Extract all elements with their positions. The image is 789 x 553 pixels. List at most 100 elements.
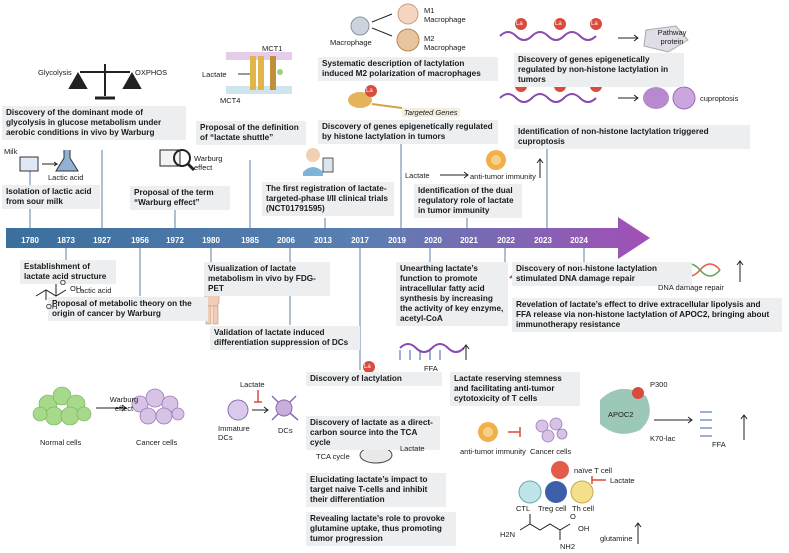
label-k70-lac: K70-lac: [650, 434, 676, 443]
event-2023a: Discovery of genes epigenetically regula…: [514, 53, 684, 87]
year-label: 1980: [202, 236, 220, 245]
label-lactate-immunity: Lactate: [405, 171, 430, 180]
label-ctl: CTL: [516, 504, 531, 513]
label-anti-tumor-immunity-2: anti-tumor immunity: [460, 447, 526, 456]
normal-cells: [32, 386, 92, 426]
label-ffa-2: FFA: [712, 440, 726, 449]
beaker-icon: [19, 150, 79, 172]
label-naive-t-cell: naïve T cell: [574, 466, 613, 475]
label-macrophage: Macrophage: [330, 38, 372, 47]
label-lactate-shuttle: Lactate: [202, 70, 227, 79]
la-badge: La: [555, 83, 562, 89]
label-o2: O: [570, 512, 576, 521]
cancer-cells: [131, 388, 185, 425]
year-label: 2022: [497, 236, 515, 245]
event-2019a: Systematic description of lactylation in…: [318, 57, 498, 81]
label-tca-cycle: TCA cycle: [316, 452, 350, 461]
event-2017b: Discovery of lactate as a direct-carbon …: [306, 416, 440, 450]
label-anti-tumor-immunity: anti-tumor immunity: [470, 172, 536, 181]
label-glutamine: glutamine: [600, 534, 633, 543]
dc-cells: [227, 390, 299, 421]
event-1972: Proposal of the term “Warburg effect”: [130, 186, 230, 210]
ffa-icons: [399, 350, 712, 437]
label-ffa: FFA: [424, 364, 438, 373]
label-lactic-acid: Lactic acid: [48, 173, 84, 182]
event-2020: Unearthing lactate’s function to promote…: [396, 262, 508, 326]
event-1980: Visualization of lactate metabolism in v…: [204, 262, 330, 296]
la-badge: La: [364, 364, 371, 370]
label-nh2: NH2: [560, 542, 576, 551]
label-apoc2: APOC2: [608, 410, 634, 419]
label-mct4: MCT4: [220, 96, 241, 105]
event-2017c: Elucidating lactate’s impact to target n…: [306, 473, 446, 507]
label-lactate-tca: Lactate: [400, 444, 425, 453]
event-2017d: Revealing lactate’s role to provoke glut…: [306, 512, 456, 546]
magnifier-icon: [159, 149, 196, 172]
year-label: 2006: [277, 236, 295, 245]
label-glycolysis: Glycolysis: [38, 68, 72, 77]
year-label: 2024: [570, 236, 588, 245]
label-pathway-protein: Pathway protein: [657, 28, 687, 46]
event-2024b: Revelation of lactate’s effect to drive …: [512, 298, 782, 332]
balance-icon: [68, 64, 142, 100]
la-badge: La: [591, 21, 598, 27]
event-2021b: Lactate reserving stemness and facilitat…: [450, 372, 580, 406]
glutamine-molecule: [519, 514, 571, 540]
doctor-icon: [303, 148, 334, 176]
la-badge: La: [516, 21, 523, 27]
label-oh: OH: [70, 284, 82, 293]
la-badge: La: [516, 83, 523, 89]
label-warburg-effect: Warburg effect: [194, 154, 223, 172]
year-label: 1780: [21, 236, 39, 245]
label-cancer-cells-2: Cancer cells: [530, 447, 572, 456]
event-1780: Isolation of lactic acid from sour milk: [2, 185, 100, 209]
label-milk: Milk: [4, 147, 18, 156]
event-2019b: Discovery of genes epigenetically regula…: [318, 120, 498, 144]
label-treg: Treg cell: [538, 504, 567, 513]
label-targeted-genes: Targeted Genes: [402, 108, 460, 117]
apoc2-shape: [600, 388, 650, 434]
year-label: 1927: [93, 236, 111, 245]
year-label: 2023: [534, 236, 552, 245]
label-immature-dcs: Immature DCs: [218, 424, 250, 442]
label-p300: P300: [650, 380, 668, 389]
t-cells: [518, 461, 606, 504]
label-lactate-dc: Lactate: [240, 380, 265, 389]
label-dna-repair: DNA damage repair: [658, 283, 724, 292]
macrophages: [350, 3, 420, 52]
year-label: 1972: [166, 236, 184, 245]
event-2013: The first registration of lactate-target…: [262, 182, 394, 216]
label-lactic-acid-2: Lactic acid: [76, 286, 112, 295]
la-badge: La: [579, 265, 586, 271]
label-mct1: MCT1: [262, 44, 283, 53]
year-label: 2013: [314, 236, 332, 245]
year-label: 2017: [351, 236, 369, 245]
label-cancer-cells: Cancer cells: [136, 438, 178, 447]
la-badge: La: [537, 265, 544, 271]
label-m1: M1 Macrophage: [424, 6, 466, 24]
gene-histone: [348, 92, 403, 109]
label-m2: M2 Macrophage: [424, 34, 466, 52]
label-lactate-t: Lactate: [610, 476, 635, 485]
year-label: 2020: [424, 236, 442, 245]
label-warburg-effect-2: Warburg effect: [109, 395, 139, 413]
label-dcs: DCs: [278, 426, 293, 435]
event-1927: Discovery of the dominant mode of glycol…: [2, 106, 186, 140]
event-1956: Proposal of metabolic theory on the orig…: [48, 297, 208, 321]
event-2024a: Discovery of non-histone lactylation sti…: [512, 262, 692, 286]
label-oh2: OH: [46, 302, 58, 311]
event-1873: Establishment of lactate acid structure: [20, 260, 116, 284]
event-2021a: Identification of the dual regulatory ro…: [414, 184, 522, 218]
label-cuproptosis: cuproptosis: [700, 94, 739, 103]
label-oh3: OH: [578, 524, 590, 533]
event-1985: Proposal of the definition of “lactate s…: [196, 121, 306, 145]
label-oxphos: OXPHOS: [135, 68, 168, 77]
label-o: O: [60, 278, 66, 287]
event-2006: Validation of lactate induced differenti…: [210, 326, 360, 350]
year-label: 1956: [131, 236, 149, 245]
timeline-arrow: [6, 217, 650, 259]
year-label: 2019: [388, 236, 406, 245]
label-h2n: H2N: [500, 530, 516, 539]
event-2017a: Discovery of lactylation: [306, 372, 442, 386]
